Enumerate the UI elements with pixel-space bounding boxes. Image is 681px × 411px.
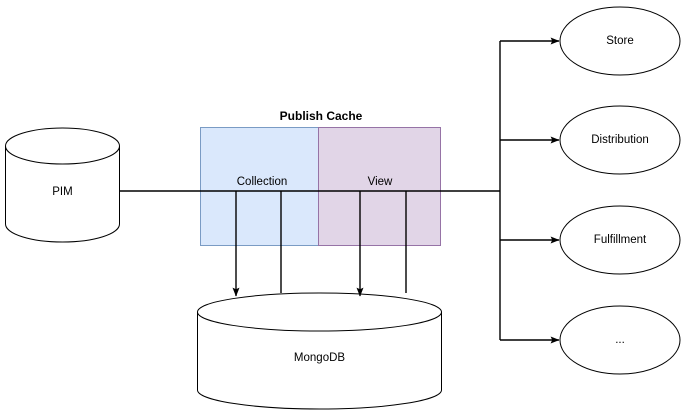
store-ellipse[interactable] — [559, 6, 681, 76]
mongodb-cylinder-top — [197, 292, 442, 332]
distribution-label: Distribution — [591, 134, 649, 146]
view-label: View — [368, 176, 393, 188]
collection-rect[interactable] — [200, 127, 319, 246]
consumer-fulfillment[interactable]: Fulfillment — [559, 205, 681, 275]
publish-cache-group[interactable]: Publish Cache Collection View — [200, 109, 441, 246]
consumer-distribution[interactable]: Distribution — [559, 105, 681, 175]
fulfillment-ellipse[interactable] — [559, 205, 681, 275]
fulfillment-label: Fulfillment — [594, 234, 647, 246]
mongodb-node[interactable]: MongoDB — [197, 292, 442, 410]
ellipsis-label: ... — [615, 334, 625, 346]
publish-cache-title: Publish Cache — [280, 109, 363, 123]
consumer-ellipsis[interactable]: ... — [559, 305, 681, 375]
consumer-store[interactable]: Store — [559, 6, 681, 76]
pim-cylinder-body — [5, 146, 120, 243]
pim-cylinder-top — [5, 127, 120, 165]
store-label: Store — [606, 35, 634, 47]
mongodb-cylinder-body — [197, 312, 442, 410]
collection-label: Collection — [237, 176, 288, 188]
view-rect[interactable] — [318, 127, 441, 246]
mongodb-label: MongoDB — [294, 352, 345, 364]
distribution-ellipse[interactable] — [559, 105, 681, 175]
pim-label: PIM — [52, 186, 72, 198]
pim-node[interactable]: PIM — [5, 127, 120, 243]
ellipsis-ellipse[interactable] — [559, 305, 681, 375]
